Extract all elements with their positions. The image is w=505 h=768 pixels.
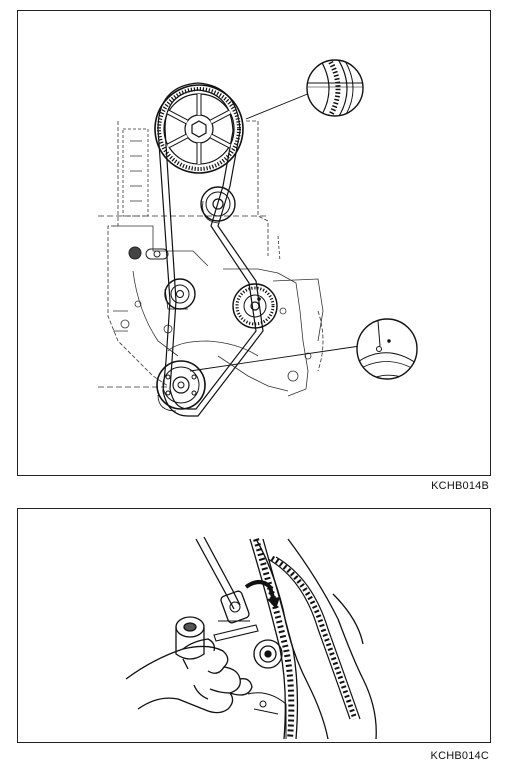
timing-belt [157,82,264,417]
screwdriver-tip [213,624,259,642]
figure-2-caption: KCHB014C [430,750,489,762]
engine-block-outline [98,120,324,397]
timing-belt-layout-diagram [98,59,418,417]
figure-1-panel [17,10,491,476]
rotation-arrow [244,580,280,609]
figure-1-caption: KCHB014B [431,480,489,492]
tensioner-pulley-front [175,616,205,670]
detail-magnifier-cam-mark [245,59,364,120]
hand [125,638,253,714]
idler-pulley-front [253,639,283,669]
crankshaft-sprocket [156,360,206,412]
idler-pulley-upper [200,186,236,224]
belt-tensioner-hardware [128,246,169,260]
tensioner-pulley [164,278,196,310]
engine-cover-outline [255,538,377,740]
adjusting-tool [195,536,250,624]
camshaft-sprocket [154,84,244,174]
water-pump-sprocket [232,283,278,329]
timing-belt-toothed [249,538,361,740]
tensioner-adjustment-illustration [125,536,377,740]
lower-engine-detail [247,692,287,739]
figure-2-panel [17,508,491,743]
